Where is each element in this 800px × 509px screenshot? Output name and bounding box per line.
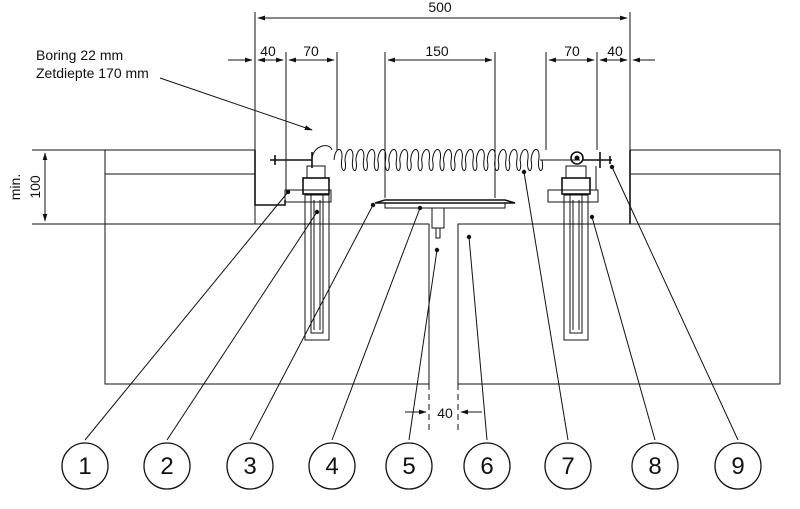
callout-label-4: 4 (325, 453, 338, 480)
callout-label-8: 8 (648, 453, 661, 480)
callout-circle-8 (631, 442, 679, 490)
dim-right-edge: 40 (607, 43, 623, 59)
dim-left-edge: 40 (260, 43, 276, 59)
callout-circle-7 (544, 442, 592, 490)
callout-label-2: 2 (160, 453, 173, 480)
cover-plate (374, 199, 516, 239)
callout-label-1: 1 (78, 453, 91, 480)
note-drilling: Boring 22 mm (36, 47, 123, 63)
callout-circle-2 (143, 442, 191, 490)
left-concrete-slab (104, 223, 430, 385)
callout-group: 1 2 3 4 5 6 7 8 9 (61, 442, 762, 490)
dim-height: 100 (27, 175, 43, 199)
callout-circle-3 (226, 442, 274, 490)
dim-total: 500 (428, 0, 452, 15)
dim-gap: 40 (437, 405, 453, 421)
dimension-lines (32, 12, 655, 415)
left-anchor-bolt (270, 145, 333, 341)
callout-label-3: 3 (243, 453, 256, 480)
left-top-layer-lower (104, 173, 256, 225)
dim-height-prefix: min. (7, 174, 23, 200)
callout-circle-9 (714, 442, 762, 490)
left-top-layer (104, 149, 256, 225)
right-anchor-bolt (547, 151, 612, 341)
callout-leaders (84, 164, 739, 441)
tension-spring (333, 149, 544, 171)
callout-circle-6 (463, 442, 511, 490)
callout-label-6: 6 (480, 453, 493, 480)
callout-label-9: 9 (731, 453, 744, 480)
right-concrete-slab (457, 223, 781, 385)
right-top-layer-lower (629, 173, 781, 225)
callout-label-5: 5 (402, 453, 415, 480)
callout-circle-5 (385, 442, 433, 490)
right-top-layer-upper (629, 149, 781, 175)
left-top-layer-upper (104, 149, 256, 175)
callout-label-7: 7 (561, 453, 574, 480)
left-recess (254, 150, 286, 206)
callout-circle-4 (308, 442, 356, 490)
callout-circle-1 (61, 442, 109, 490)
dim-right-anchor: 70 (564, 43, 580, 59)
dim-left-anchor: 70 (303, 43, 319, 59)
note-depth: Zetdiepte 170 mm (36, 65, 149, 81)
dim-center: 150 (425, 43, 449, 59)
